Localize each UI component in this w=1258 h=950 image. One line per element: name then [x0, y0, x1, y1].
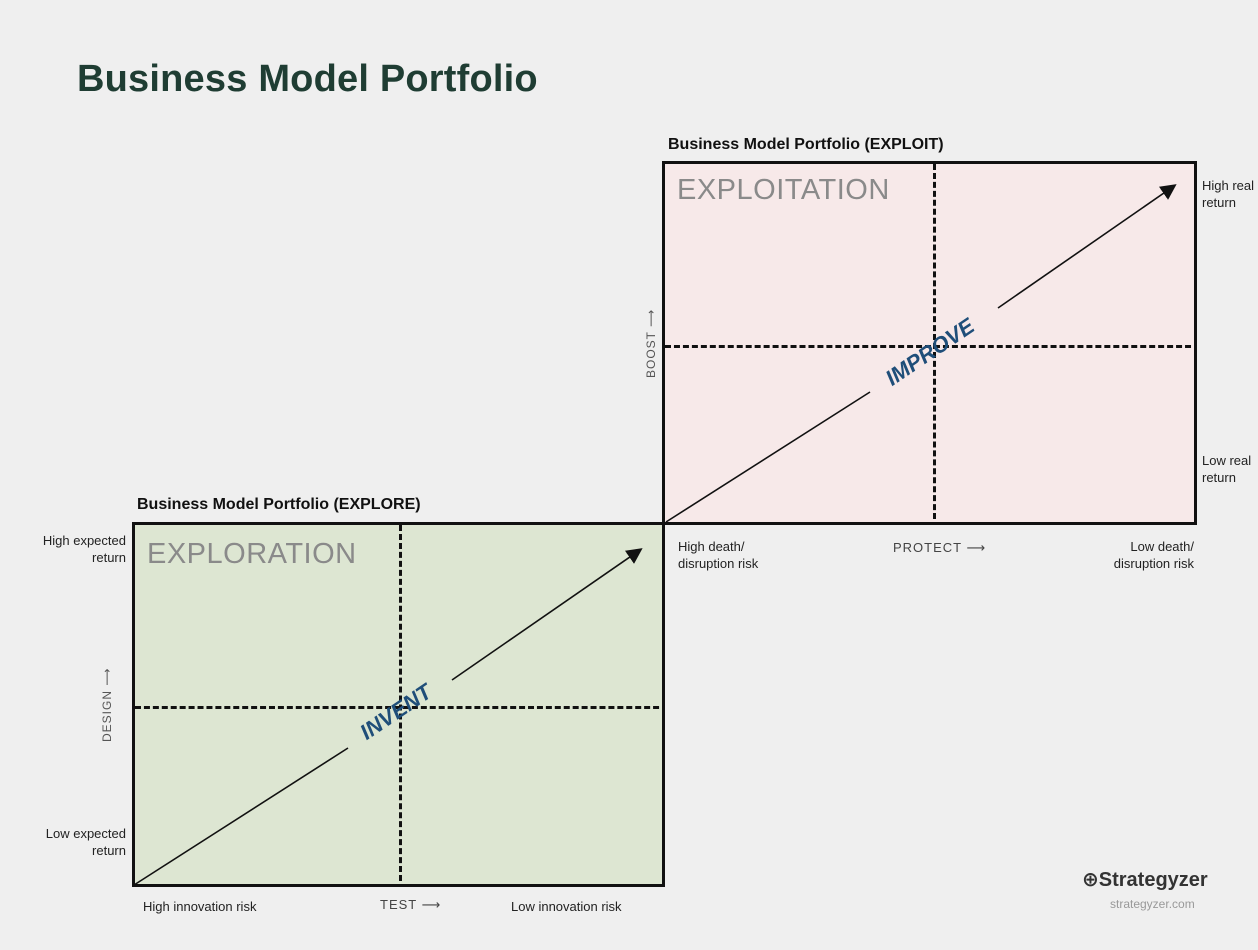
strategyzer-logo: ⊕Strategyzer — [1082, 869, 1208, 891]
invent-arrow-line-2 — [451, 548, 643, 681]
explore-x-left-label: High innovation risk — [143, 899, 257, 914]
exploit-vertical-divider — [933, 164, 936, 522]
exploit-horizontal-divider — [665, 345, 1194, 348]
protect-axis-label: PROTECT ⟶ — [893, 540, 987, 555]
explore-y-high-label: High expected return — [42, 533, 126, 565]
right-arrow-icon: ⟶ — [421, 897, 442, 912]
exploit-x-left-label: High death/ disruption risk — [678, 539, 759, 571]
right-arrow-icon-2: ⟶ — [966, 540, 987, 555]
design-axis-label: DESIGN ⟶ — [100, 667, 114, 742]
exploit-y-low-label: Low real return — [1202, 453, 1252, 485]
invent-arrow-line-1 — [133, 747, 349, 886]
exploit-box-title: Business Model Portfolio (EXPLOIT) — [668, 136, 944, 153]
test-axis-label: TEST ⟶ — [380, 897, 442, 912]
exploration-label: EXPLORATION — [147, 538, 357, 570]
up-arrow-icon: ⟶ — [100, 667, 114, 686]
page-title: Business Model Portfolio — [77, 58, 538, 100]
explore-x-right-label: Low innovation risk — [511, 899, 622, 914]
explore-y-low-label: Low expected return — [45, 826, 126, 858]
exploit-y-high-label: High real return — [1202, 178, 1255, 210]
boost-axis-label: BOOST ⟶ — [644, 308, 658, 378]
explore-box-title: Business Model Portfolio (EXPLORE) — [137, 496, 421, 513]
improve-arrow-label: IMPROVE — [881, 312, 980, 390]
exploitation-label: EXPLOITATION — [677, 174, 890, 206]
exploit-x-right-label: Low death/ disruption risk — [1113, 539, 1194, 571]
improve-arrow-line-2 — [997, 184, 1177, 309]
strategyzer-icon: ⊕ — [1082, 869, 1099, 891]
strategyzer-url: strategyzer.com — [1110, 897, 1195, 911]
explore-vertical-divider — [399, 525, 402, 884]
exploit-panel: EXPLOITATION — [662, 161, 1197, 525]
explore-panel: EXPLORATION — [132, 522, 665, 887]
invent-arrow-label: INVENT — [355, 678, 437, 745]
improve-arrow-line-1 — [665, 391, 871, 523]
explore-horizontal-divider — [135, 706, 662, 709]
up-arrow-icon-2: ⟶ — [644, 308, 658, 327]
